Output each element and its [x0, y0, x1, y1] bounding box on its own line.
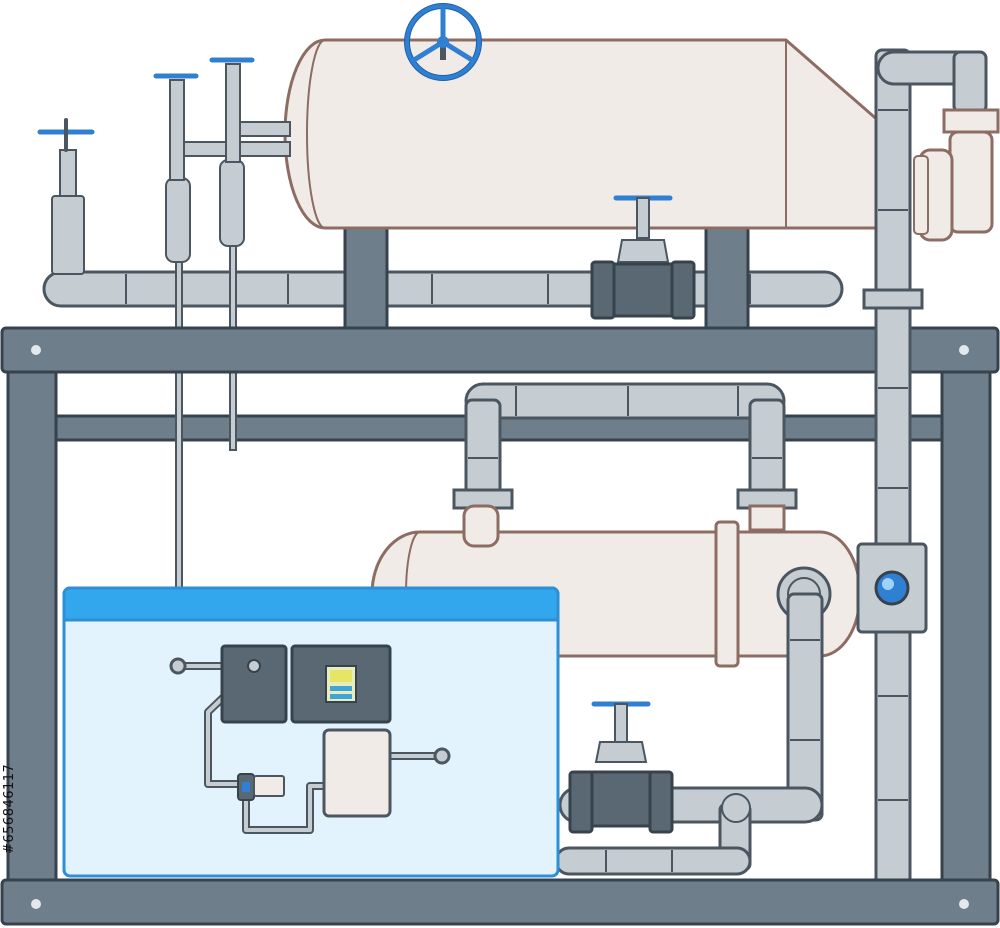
right-leg [940, 366, 992, 892]
top-frame-beam [0, 326, 1000, 374]
bolt [959, 899, 969, 909]
control-panel-window [62, 586, 560, 878]
tube-end [433, 747, 451, 765]
stock-id-label: #656846117 [2, 763, 17, 854]
crossover-pipe [452, 382, 798, 510]
bolt [959, 345, 969, 355]
bolt [31, 899, 41, 909]
instrument-handles [37, 57, 255, 152]
display-screen-icon [290, 644, 392, 724]
tube-end [169, 657, 187, 675]
sight-glass-icon [856, 542, 928, 634]
upper-tank [283, 38, 882, 230]
pressure-chamber [322, 728, 392, 818]
frame-legs [6, 366, 992, 892]
solenoid-valve [237, 773, 285, 801]
left-leg [6, 366, 58, 892]
lower-outlet-pipe [554, 566, 832, 876]
gate-valve-icon [568, 701, 674, 834]
control-box-icon [220, 644, 288, 724]
bottom-frame-beam [0, 878, 1000, 926]
upper-tank-nozzle [913, 108, 1000, 242]
gate-valve-icon [590, 195, 696, 320]
bolt [31, 345, 41, 355]
handwheel-icon [404, 3, 482, 81]
